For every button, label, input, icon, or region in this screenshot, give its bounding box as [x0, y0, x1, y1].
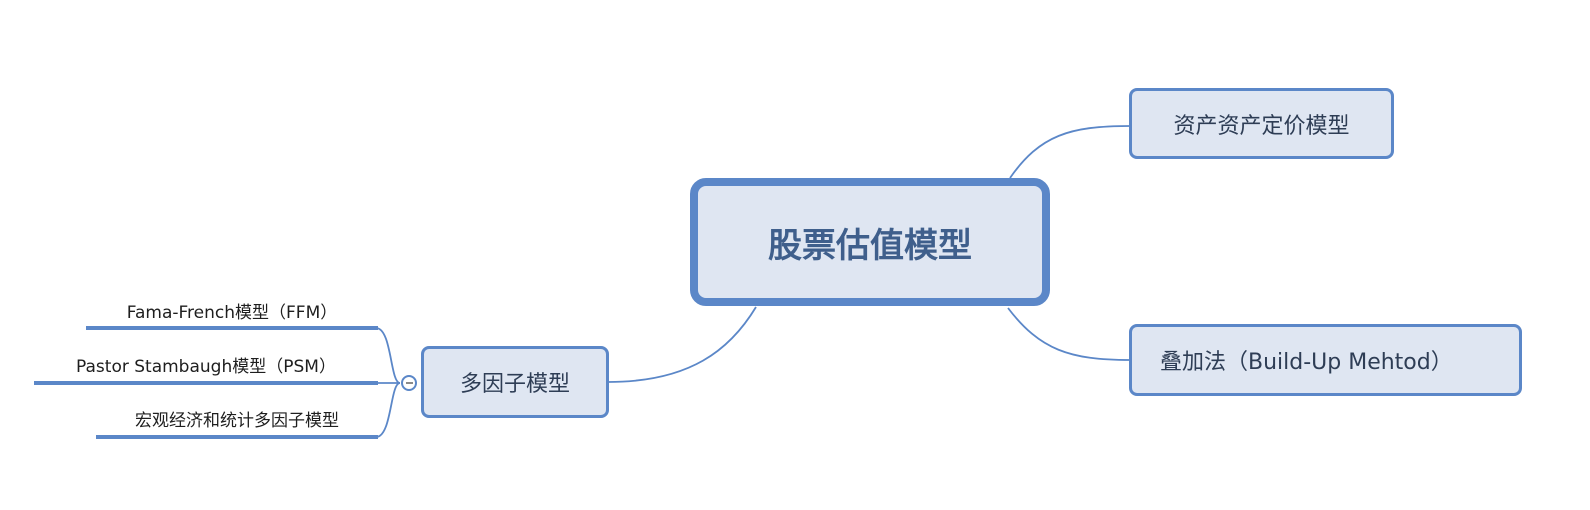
leaf-psm[interactable]: Pastor Stambaugh模型（PSM）	[34, 352, 378, 377]
node-build-up[interactable]: 叠加法（Build-Up Mehtod）	[1129, 324, 1522, 396]
leaf-ffm-label: Fama-French模型（FFM）	[126, 303, 338, 323]
collapse-toggle-icon[interactable]	[401, 375, 417, 391]
leaf-macro-stat-label: 宏观经济和统计多因子模型	[135, 411, 339, 431]
leaf-psm-label: Pastor Stambaugh模型（PSM）	[76, 357, 336, 377]
root-node-label: 股票估值模型	[768, 225, 972, 266]
leaf-macro-stat[interactable]: 宏观经济和统计多因子模型	[96, 406, 378, 431]
node-multifactor-label: 多因子模型	[459, 372, 570, 397]
node-capm-label: 资产资产定价模型	[1173, 113, 1350, 139]
node-build-up-label: 叠加法（Build-Up Mehtod）	[1160, 350, 1453, 375]
root-node[interactable]: 股票估值模型	[690, 178, 1050, 306]
leaf-ffm[interactable]: Fama-French模型（FFM）	[86, 298, 378, 323]
node-multifactor[interactable]: 多因子模型	[421, 346, 609, 418]
node-capm[interactable]: 资产资产定价模型	[1129, 88, 1394, 159]
